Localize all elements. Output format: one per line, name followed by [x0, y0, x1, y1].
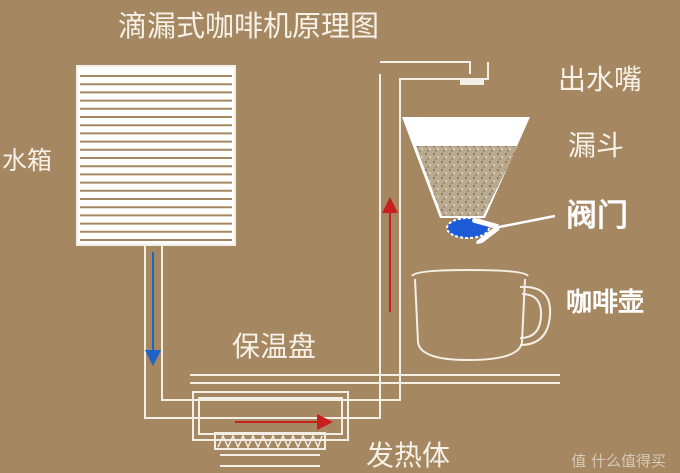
- valve: [446, 217, 490, 239]
- spout-nozzle: [460, 79, 484, 85]
- heater-label: 发热体: [366, 439, 451, 472]
- water-tank-label: 水箱: [2, 146, 53, 175]
- warming-plate-label: 保温盘: [232, 330, 317, 363]
- funnel: [402, 117, 530, 218]
- coffee-pot-label: 咖啡壶: [566, 288, 645, 318]
- spout-label: 出水嘴: [558, 63, 643, 96]
- valve-pointer-arrow: [494, 214, 556, 228]
- water-pipe: [144, 61, 489, 419]
- funnel-label: 漏斗: [568, 129, 625, 162]
- warming-plate: [190, 374, 560, 441]
- coffee-pot: [411, 268, 552, 362]
- watermark: 值 什么值得买: [571, 452, 666, 470]
- diagram-title: 滴漏式咖啡机原理图: [118, 9, 380, 43]
- valve-label: 阀门: [566, 198, 628, 234]
- water-tank: [76, 65, 236, 246]
- heater-element: [214, 432, 326, 467]
